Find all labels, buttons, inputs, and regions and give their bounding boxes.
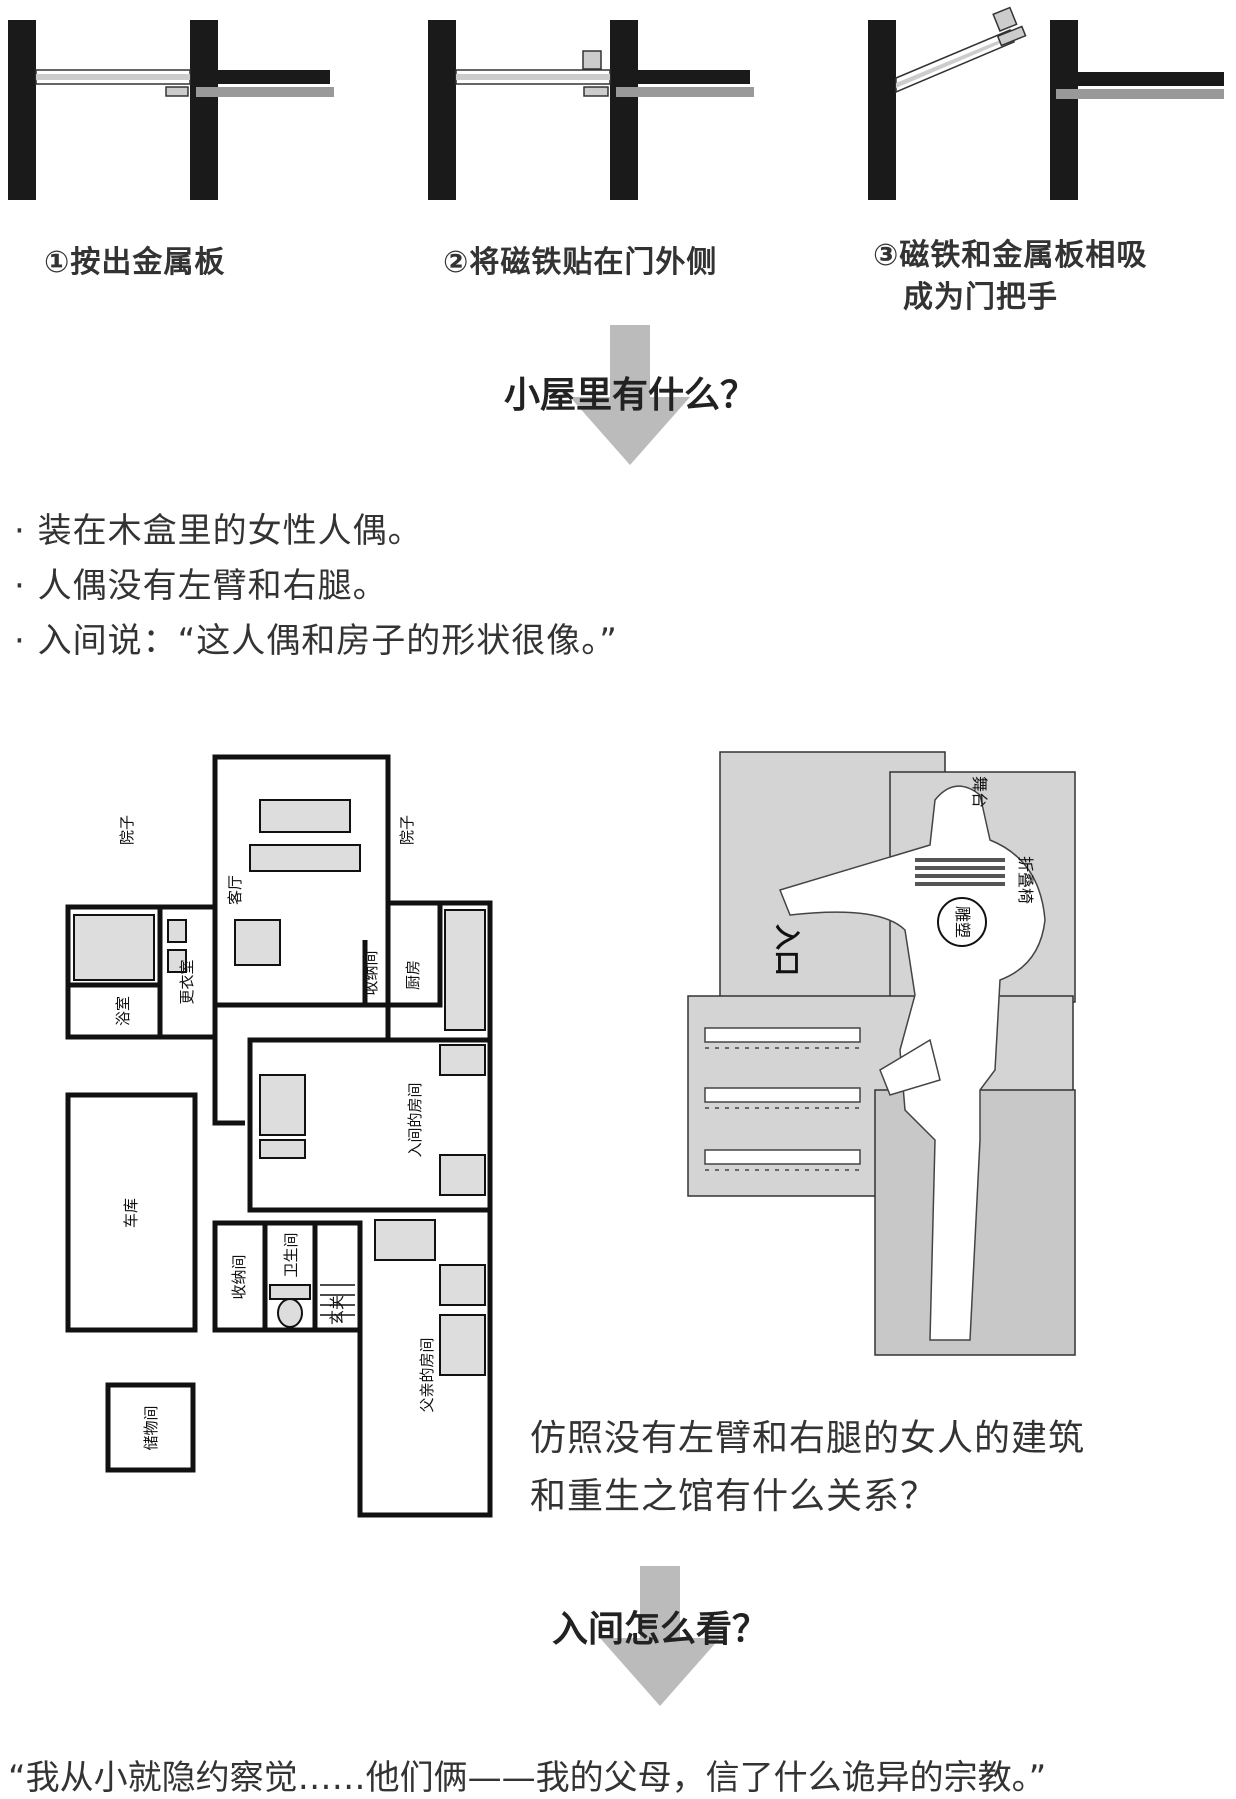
question-iruma-view: 入间怎么看？ [551, 1609, 768, 1650]
quote-text: “我从小就隐约察觉……他们俩——我的父母，信了什么诡异的宗教。” [8, 1758, 1047, 1798]
step3-caption-line1: ③磁铁和金属板相吸 [873, 238, 1148, 273]
label-yard-right: 院子 [398, 815, 416, 845]
step3-caption-line2: 成为门把手 [903, 280, 1058, 315]
label-living-room: 客厅 [226, 875, 244, 905]
label-venue-entrance: 入口 [771, 924, 801, 976]
door-diagram-step1 [8, 20, 334, 200]
down-arrow-icon [570, 325, 690, 465]
label-folding-chairs: 折叠椅 [1016, 856, 1035, 904]
step2-caption: ②将磁铁贴在门外侧 [443, 245, 718, 280]
step1-caption: ①按出金属板 [44, 245, 226, 280]
question-relation-line1: 仿照没有左臂和右腿的女人的建筑 [530, 1418, 1086, 1459]
label-stage: 舞台 [970, 776, 989, 808]
label-father-room: 父亲的房间 [418, 1337, 436, 1412]
door-diagram-step3 [868, 6, 1224, 200]
label-entrance: 玄关 [328, 1295, 346, 1325]
venue-floor-map: 入口 舞台 折叠椅 雕塑 [687, 751, 1076, 1356]
question-relation-line2: 和重生之馆有什么关系？ [530, 1476, 938, 1517]
label-storage-1: 收纳间 [362, 950, 380, 995]
bullet-item: · 入间说：“这人偶和房子的形状很像。” [14, 621, 618, 661]
question-whats-in-hut: 小屋里有什么？ [503, 375, 756, 416]
label-storage-2: 收纳间 [230, 1254, 248, 1299]
bullet-item: · 人偶没有左臂和右腿。 [14, 566, 388, 606]
label-kitchen: 厨房 [404, 960, 422, 990]
label-storeroom: 储物间 [142, 1405, 160, 1450]
label-yard-left: 院子 [118, 815, 136, 845]
label-toilet: 卫生间 [282, 1232, 300, 1277]
label-iruma-room: 入间的房间 [406, 1082, 424, 1157]
house-floor-plan: 院子 院子 客厅 更衣室 浴室 收纳间 厨房 入间的房间 车库 收纳间 卫生间 … [65, 754, 493, 1518]
door-diagram-step2 [428, 20, 754, 200]
down-arrow-icon [600, 1566, 720, 1706]
label-garage: 车库 [122, 1198, 140, 1228]
bullet-item: · 装在木盒里的女性人偶。 [14, 511, 423, 551]
label-bathroom: 浴室 [114, 996, 132, 1026]
label-sculpture: 雕塑 [953, 906, 972, 938]
label-changing-room: 更衣室 [178, 959, 196, 1004]
